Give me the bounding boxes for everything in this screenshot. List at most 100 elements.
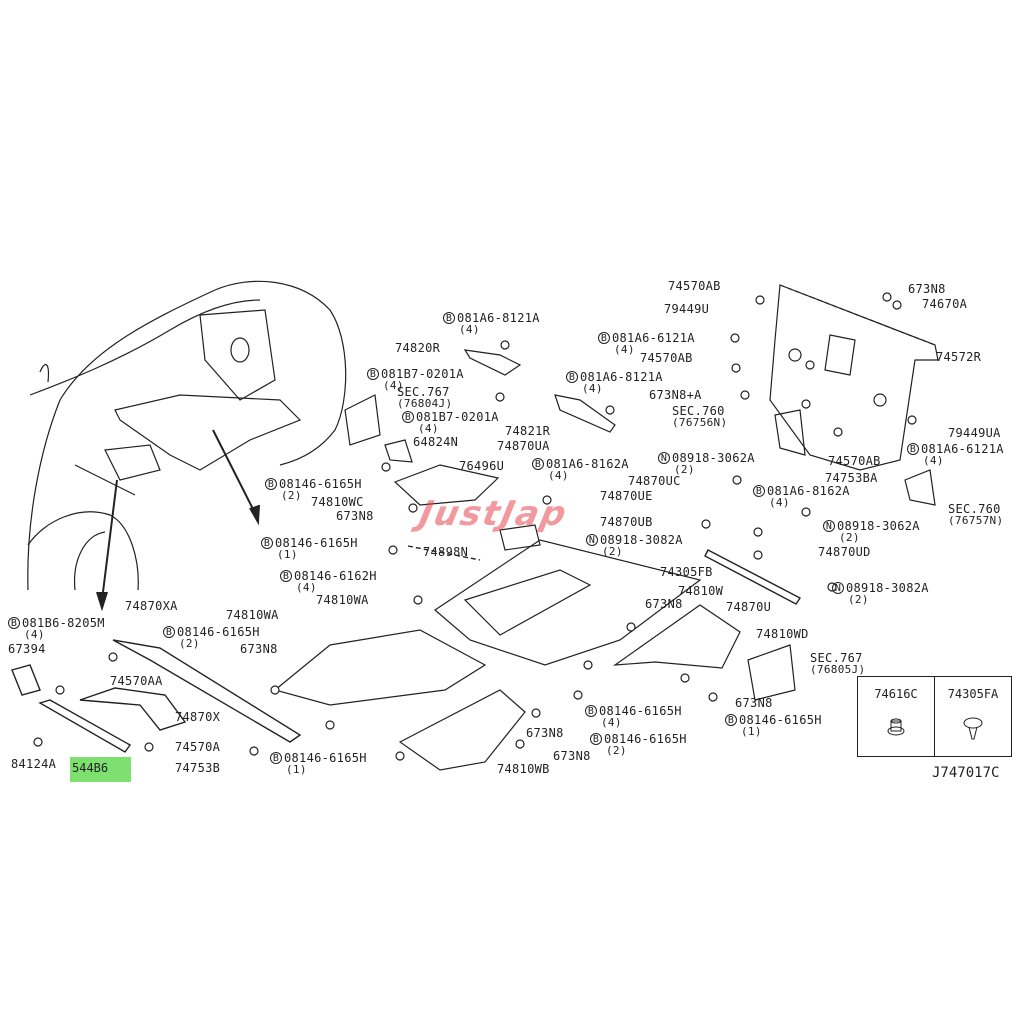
- part-label[interactable]: 74898N: [423, 546, 468, 558]
- fastener-type-badge: B: [402, 411, 414, 423]
- part-quantity: (4): [923, 454, 944, 467]
- legend-cell-nut: 74616C: [858, 677, 934, 756]
- part-label[interactable]: 74870UA: [497, 440, 550, 452]
- fastener-type-badge: B: [753, 485, 765, 497]
- part-code: 081B6-8205M: [22, 616, 105, 630]
- part-label[interactable]: 673N8: [526, 727, 564, 739]
- part-label[interactable]: 673N8: [336, 510, 374, 522]
- part-label[interactable]: 74572R: [936, 351, 981, 363]
- part-label[interactable]: 74870XA: [125, 600, 178, 612]
- part-label[interactable]: 74810W: [678, 585, 723, 597]
- part-quantity: (2): [674, 463, 695, 476]
- part-label[interactable]: 74810WC: [311, 496, 364, 508]
- part-quantity: (4): [769, 496, 790, 509]
- part-code: SEC.767: [810, 651, 863, 665]
- part-code: 74570AB: [668, 279, 721, 293]
- part-code: 74821R: [505, 424, 551, 438]
- part-label[interactable]: 74305FB: [660, 566, 713, 578]
- part-label[interactable]: 74870UE: [600, 490, 653, 502]
- part-label[interactable]: 74810WA: [226, 609, 279, 621]
- part-code: 74570AB: [828, 454, 881, 468]
- part-label[interactable]: 74810WD: [756, 628, 809, 640]
- part-label[interactable]: 74820R: [395, 342, 440, 354]
- part-label[interactable]: 74670A: [922, 298, 967, 310]
- part-label[interactable]: 74870U: [726, 601, 771, 613]
- part-code: 673N8: [240, 642, 278, 656]
- fastener-type-badge: B: [443, 312, 455, 324]
- part-label[interactable]: 74870UC: [628, 475, 681, 487]
- part-label[interactable]: 74870X: [175, 711, 220, 723]
- part-code: 74870UD: [818, 545, 871, 559]
- part-label[interactable]: 673N8: [908, 283, 946, 295]
- part-label[interactable]: 74810WA: [316, 594, 369, 606]
- highlighted-part-label[interactable]: 544B6: [70, 757, 131, 782]
- part-code: 081A6-8121A: [580, 370, 663, 384]
- part-label[interactable]: 79449UA: [948, 427, 1001, 439]
- part-label[interactable]: 673N8: [553, 750, 591, 762]
- part-label[interactable]: 74570A: [175, 741, 220, 753]
- part-label[interactable]: 74570AB: [668, 280, 721, 292]
- part-quantity: (76757N): [948, 514, 1004, 527]
- part-code: 673N8: [336, 509, 374, 523]
- part-quantity: (4): [582, 382, 603, 395]
- part-label[interactable]: 84124A: [11, 758, 56, 770]
- part-label[interactable]: 74753B: [175, 762, 220, 774]
- part-label[interactable]: SEC.767(76805J): [810, 652, 865, 676]
- part-quantity: (4): [614, 343, 635, 356]
- fastener-type-badge: B: [261, 537, 273, 549]
- part-label[interactable]: 74570AB: [828, 455, 881, 467]
- part-label[interactable]: 76496U: [459, 460, 504, 472]
- part-label[interactable]: 74810WB: [497, 763, 550, 775]
- part-code: 79449UA: [948, 426, 1001, 440]
- part-label[interactable]: 74870UD: [818, 546, 871, 558]
- part-label[interactable]: 74570AB: [640, 352, 693, 364]
- part-label[interactable]: 673N8: [645, 598, 683, 610]
- part-code: 673N8: [553, 749, 591, 763]
- part-label[interactable]: SEC.760(76757N): [948, 503, 1003, 527]
- part-label[interactable]: 67394: [8, 643, 46, 655]
- part-label[interactable]: 79449U: [664, 303, 709, 315]
- clip-icon: [963, 717, 983, 740]
- part-code: 79449U: [664, 302, 710, 316]
- part-label[interactable]: 673N8+A: [649, 389, 702, 401]
- legend-code: 74305FA: [947, 687, 999, 701]
- part-label[interactable]: SEC.760(76756N): [672, 405, 727, 429]
- direction-arrows: [96, 429, 260, 612]
- part-label[interactable]: 74870UB: [600, 516, 653, 528]
- part-label[interactable]: 74570AA: [110, 675, 163, 687]
- part-code: 08146-6165H: [177, 625, 260, 639]
- part-code: 08918-3062A: [837, 519, 920, 533]
- diagram-reference-number: J747017C: [932, 765, 1000, 781]
- part-label[interactable]: SEC.767(76804J): [397, 386, 452, 410]
- part-code: 74820R: [395, 341, 441, 355]
- part-label[interactable]: 673N8: [735, 697, 773, 709]
- fastener-type-badge: N: [586, 534, 598, 546]
- part-label[interactable]: 74821R: [505, 425, 550, 437]
- part-label[interactable]: 673N8: [240, 643, 278, 655]
- fastener-type-badge: B: [590, 733, 602, 745]
- part-label[interactable]: 74753BA: [825, 472, 878, 484]
- part-label[interactable]: 64824N: [413, 436, 458, 448]
- part-code: 74870UB: [600, 515, 653, 529]
